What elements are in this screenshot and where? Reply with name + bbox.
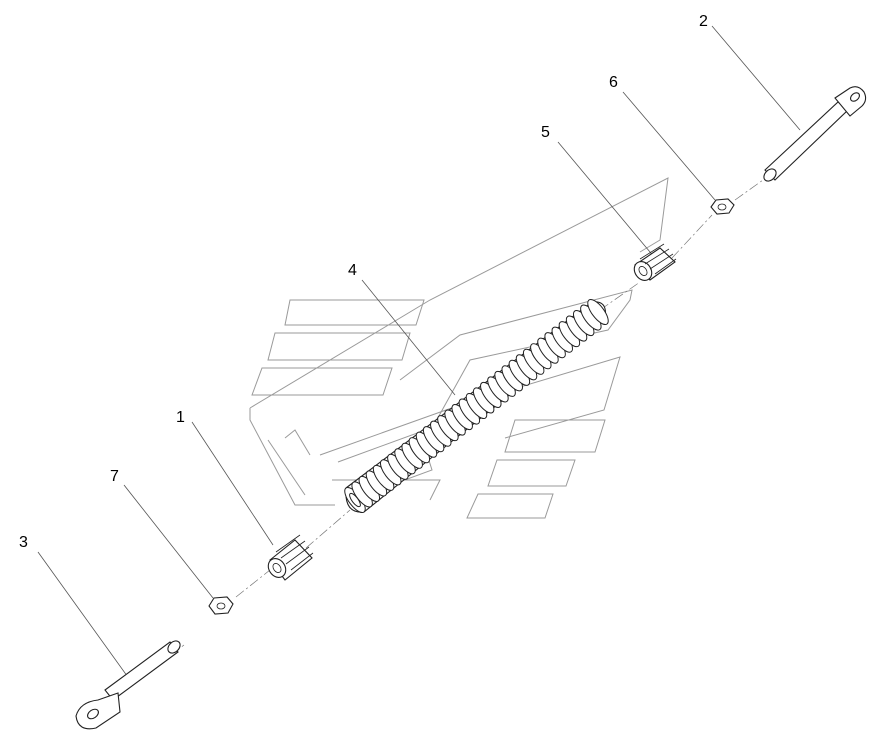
callout-7: 7 (110, 468, 119, 485)
callout-4: 4 (348, 262, 357, 279)
rod-end-upper (763, 86, 867, 182)
coil-spring (344, 298, 609, 514)
callout-labels: 1 2 3 4 5 6 7 (19, 13, 708, 551)
leader-line-1 (191, 421, 274, 546)
leader-line-7 (123, 484, 214, 599)
nut-upper (710, 198, 735, 215)
watermark-logo (249, 177, 669, 519)
spring-seat-lower (267, 534, 314, 581)
callout-5: 5 (541, 124, 550, 141)
callout-2: 2 (699, 13, 708, 30)
nut-lower (208, 596, 234, 615)
spring-coil-turn (587, 298, 609, 326)
callout-3: 3 (19, 534, 28, 551)
leader-lines (37, 25, 801, 681)
leader-line-6 (622, 91, 716, 201)
spring-seat-upper (633, 243, 677, 281)
callout-1: 1 (176, 409, 185, 426)
leader-line-5 (557, 141, 656, 259)
rod-end-lower (75, 640, 181, 730)
leader-line-2 (711, 25, 801, 131)
spring-end-bore (349, 492, 361, 508)
leader-line-4 (361, 279, 456, 396)
callout-6: 6 (609, 74, 618, 91)
leader-line-3 (37, 551, 131, 681)
